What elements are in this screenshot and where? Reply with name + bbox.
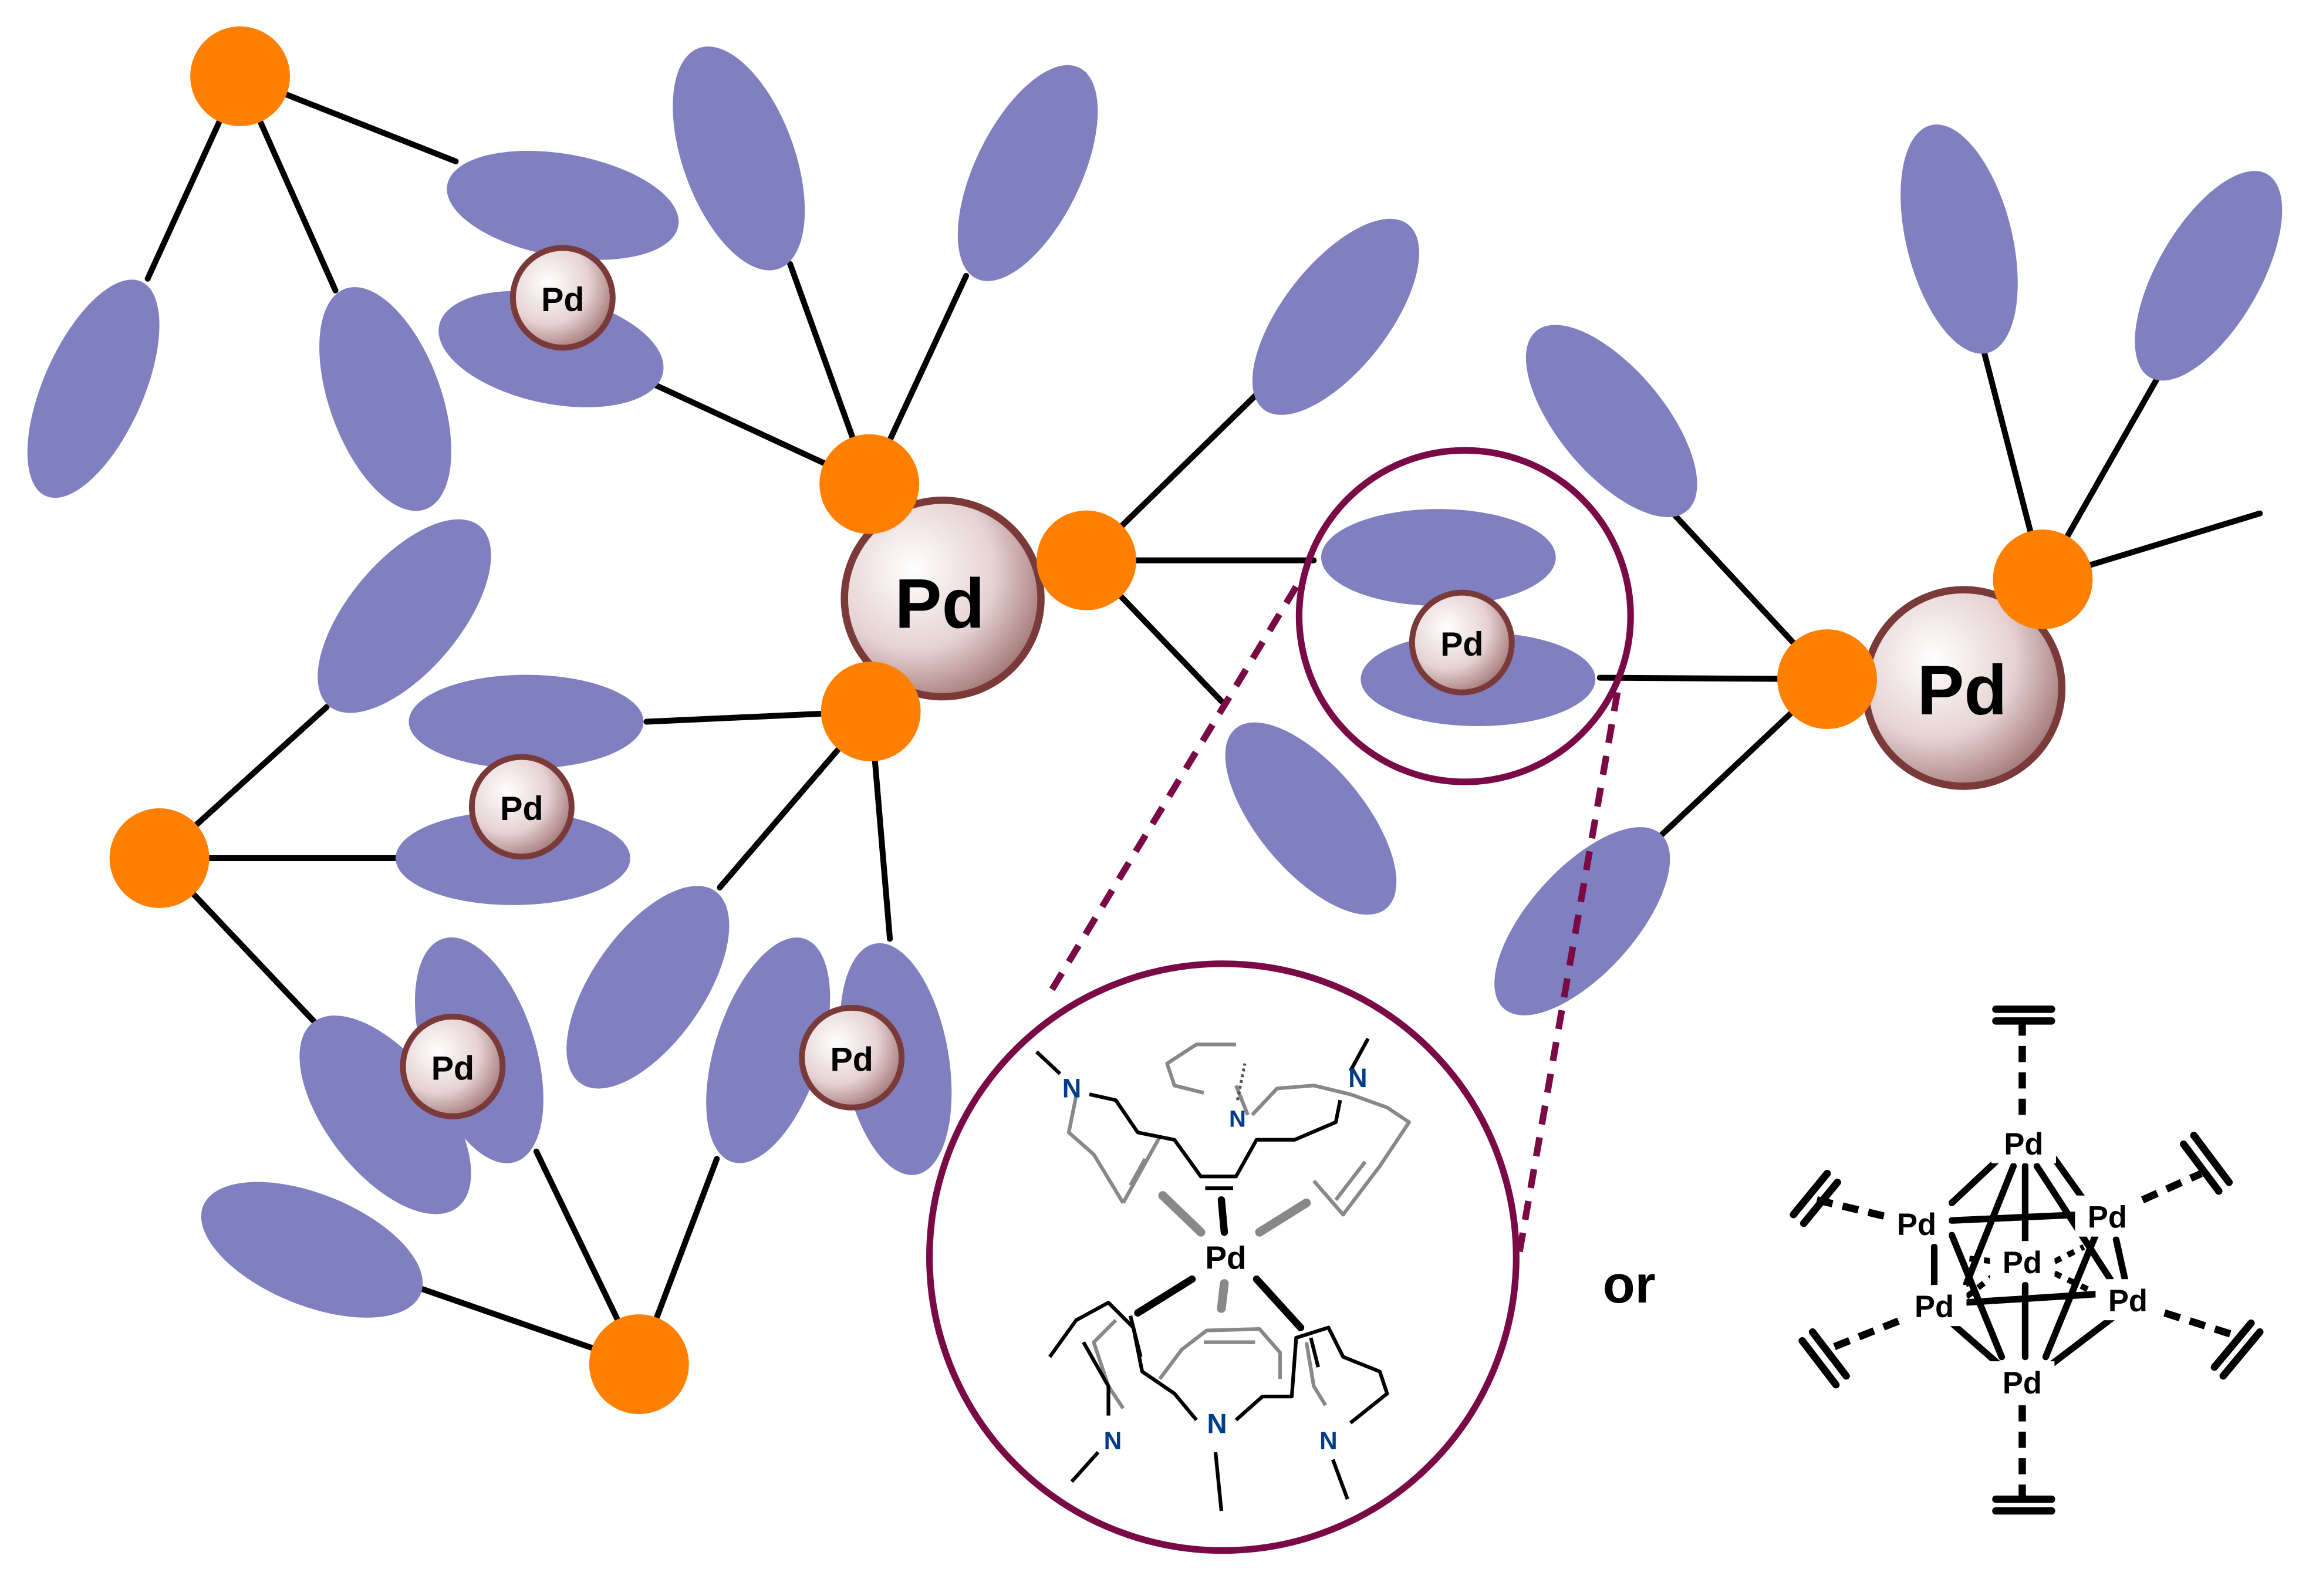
nitrogen-label: N	[1229, 1106, 1246, 1132]
pd-sandwich-2: Pd	[395, 674, 644, 905]
cluster-pd-labels: Pd Pd Pd Pd Pd Pd Pd	[1884, 1122, 2160, 1403]
pd-sandwich-4: Pd	[706, 937, 952, 1175]
node	[190, 26, 291, 126]
ligand-arm	[1525, 325, 1697, 517]
pd-sandwich-1: Pd	[438, 150, 679, 407]
pd-label: Pd	[1897, 1207, 1936, 1242]
pd-sandwich-3: Pd	[299, 937, 543, 1214]
ligand-arm	[318, 519, 491, 713]
nitrogen-label: N	[1062, 1073, 1081, 1103]
nitrogen-label: N	[1319, 1428, 1338, 1455]
pd-label: Pd	[2003, 1246, 2042, 1280]
molecular-structure-zoom: N N N Pd N	[926, 960, 1520, 1554]
pd-label: Pd	[2108, 1284, 2148, 1318]
pd-label: Pd	[894, 565, 984, 643]
pd-label: Pd	[2003, 1366, 2042, 1401]
node	[589, 1314, 689, 1415]
pd-label: Pd	[1440, 626, 1483, 663]
pd-large-center-2: Pd	[1861, 586, 2066, 790]
ligand-arm	[27, 279, 160, 498]
pd-label: Pd	[1205, 1240, 1246, 1276]
ligand-arm	[566, 886, 730, 1089]
nitrogen-label: N	[1104, 1428, 1122, 1455]
nitrogen-label: N	[1207, 1409, 1227, 1440]
pd-label: Pd	[2004, 1127, 2043, 1162]
pd-label: Pd	[830, 1041, 873, 1078]
nitrogen-label: N	[1348, 1063, 1367, 1093]
network-nodes	[109, 26, 2093, 1415]
ligand-arms	[27, 46, 2283, 1318]
ligand-arm	[2135, 171, 2283, 381]
pd-large-center-1: Pd	[840, 496, 1045, 701]
pd-label: Pd	[431, 1050, 474, 1087]
node	[821, 662, 921, 762]
ligand-arm	[319, 287, 451, 511]
ligand-arm	[1494, 827, 1670, 1015]
pd-label: Pd	[1917, 651, 2007, 730]
or-label: or	[1603, 1256, 1656, 1314]
ligand-arm	[1252, 218, 1419, 415]
pd6-cluster: Pd Pd Pd Pd Pd Pd Pd	[1790, 1005, 2264, 1515]
ligand-arm	[201, 1182, 423, 1318]
ligand-arm	[957, 65, 1098, 281]
node	[1777, 629, 1878, 730]
ligand-arm	[1900, 124, 2018, 354]
pd-label: Pd	[541, 281, 584, 319]
magnifier-circle-small	[1295, 447, 1634, 785]
ligand-arm	[673, 46, 805, 271]
magnifier-circle-large	[926, 960, 1520, 1554]
node	[1037, 510, 1137, 610]
pd-label: Pd	[2088, 1200, 2127, 1235]
node	[109, 808, 210, 908]
pd-label: Pd	[1915, 1290, 1954, 1324]
pd-label: Pd	[500, 790, 543, 828]
node	[1993, 529, 2093, 630]
node	[819, 434, 920, 534]
zoom-lines	[1042, 585, 1621, 1255]
ligand-arm	[1225, 722, 1397, 915]
zoom-site: Pd	[1295, 447, 1634, 785]
